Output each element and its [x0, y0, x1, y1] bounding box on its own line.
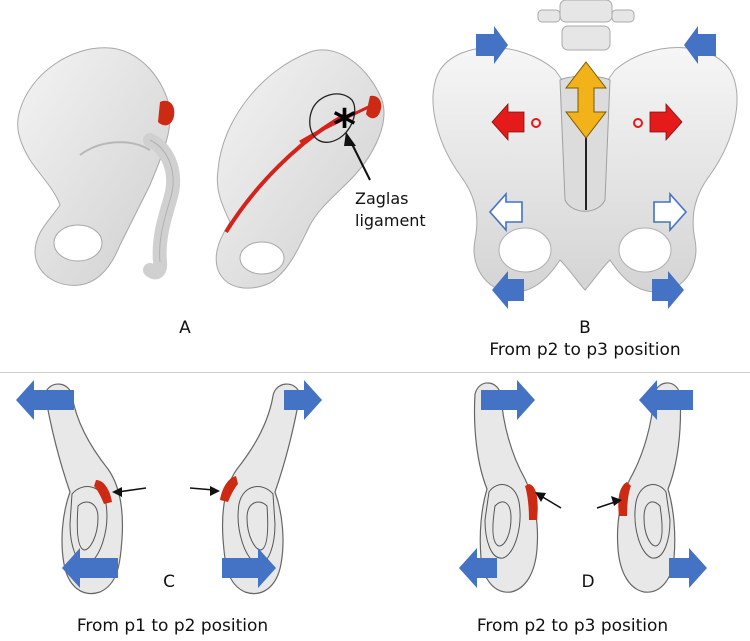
pointer-d-right-head: [611, 496, 622, 506]
panel-a-illustration: *: [17, 47, 385, 289]
arrow-d-top-right: [639, 380, 693, 420]
pointer-d-left: [540, 495, 562, 509]
panel-d-illustration: [459, 380, 707, 593]
zaglas-ligament-label: Zaglas ligament: [355, 188, 426, 232]
arrow-d-top-left: [481, 380, 535, 420]
panel-c: C From p1 to p2 position: [0, 374, 375, 641]
pointer-c-right-head: [210, 486, 220, 496]
pointer-c-left: [117, 487, 147, 493]
pivot-dot-right: [633, 118, 643, 128]
arrow-hollow-left: [488, 191, 523, 233]
hip-bone-lateral-view: [215, 49, 385, 289]
panel-b-caption: From p2 to p3 position: [489, 340, 681, 360]
panel-a: * Zaglas ligament A: [0, 0, 426, 338]
pointer-d-right: [596, 501, 616, 509]
arrow-hollow-right: [653, 191, 688, 233]
ligament-marker-b: [366, 95, 382, 119]
panel-d-caption: From p2 to p3 position: [476, 616, 669, 636]
arrow-bottom-right: [652, 271, 684, 309]
pointer-arrowhead: [344, 132, 356, 146]
pointer-arrow: [349, 139, 371, 181]
arrow-red-right: [649, 102, 683, 142]
sacrum-chain: [143, 133, 181, 280]
panel-a-letter: A: [179, 318, 191, 338]
pointer-c-left-head: [112, 487, 122, 497]
ligament-marker-a: [158, 100, 175, 126]
ligament-band-short: [299, 102, 376, 144]
arrow-c-bottom-left: [62, 548, 118, 588]
zaglas-label-line2: ligament: [355, 211, 426, 230]
ligament-marker-d-right: [618, 482, 631, 516]
panel-d-letter: D: [581, 572, 595, 592]
zaglas-label-line1: Zaglas: [355, 189, 409, 208]
ligament-marker-d-left: [525, 484, 538, 520]
panel-b-illustration: [432, 0, 738, 309]
arrow-top-left: [476, 26, 508, 64]
divider: [0, 372, 750, 373]
pointer-d-left-head: [535, 492, 546, 502]
arrow-c-bottom-right: [222, 548, 276, 588]
arrow-c-top-left: [16, 380, 74, 420]
vertical-double-arrow: [564, 61, 608, 139]
arrow-top-right: [684, 26, 716, 64]
panel-c-caption: From p1 to p2 position: [76, 616, 269, 636]
panel-b-letter: B: [579, 318, 591, 338]
panel-c-illustration: [16, 380, 322, 595]
arrow-d-bottom-right: [669, 548, 707, 588]
ilium-d-left: [473, 382, 539, 593]
panel-d: D From p2 to p3 position: [375, 374, 750, 641]
arrow-c-top-right: [284, 380, 322, 420]
pivot-dot-left: [531, 118, 541, 128]
hip-bone-medial-view: [17, 47, 171, 286]
ligament-marker-c-left: [94, 480, 112, 504]
ligament-outline: [309, 93, 356, 143]
panel-b: B From p2 to p3 position: [420, 0, 750, 372]
arrow-red-left: [491, 102, 525, 142]
lumbar-spine: [537, 0, 635, 51]
arrow-d-bottom-left: [459, 548, 497, 588]
arrow-bottom-left: [492, 271, 524, 309]
panel-c-letter: C: [163, 572, 175, 592]
ligament-marker-c-right: [220, 476, 238, 502]
